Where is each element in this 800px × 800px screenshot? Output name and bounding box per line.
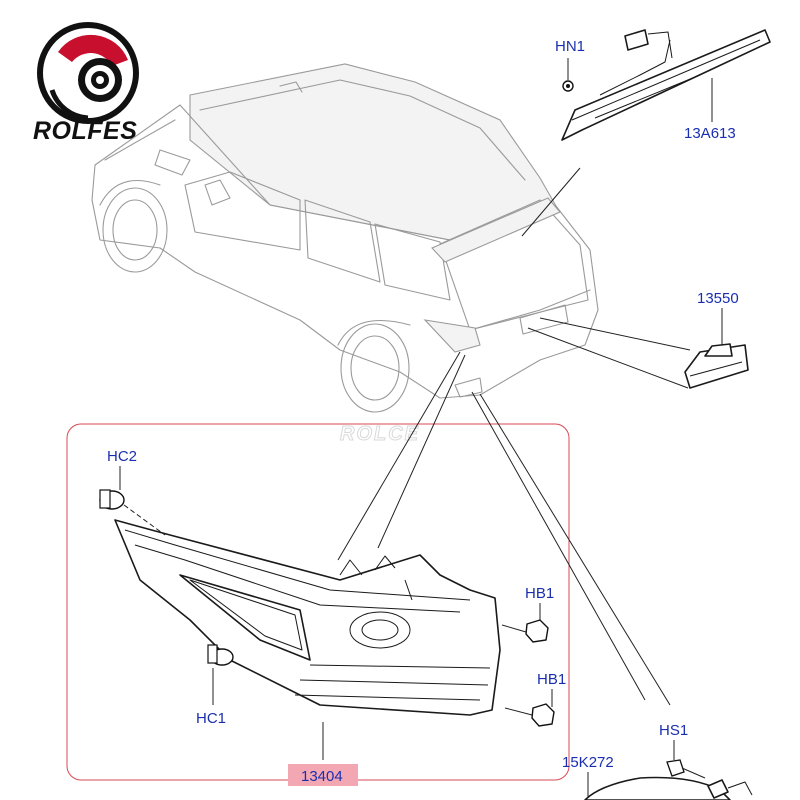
watermark-text: ROLCE [340,423,420,445]
part-13a613-high-mount-lamp [561,29,771,141]
leader-13a613-to-car [521,167,581,237]
leader-hs1-a [471,391,646,701]
leader-lamp-b [377,354,466,549]
part-13550-licence-lamp [684,343,749,389]
callout-13550: 13550 [697,290,739,307]
callout-hb1-bottom: HB1 [537,671,566,688]
part-15k272-harness [584,776,753,800]
callout-hb1-top: HB1 [525,585,554,602]
part-hs1-screw [666,759,706,779]
callout-13a613: 13A613 [684,125,736,142]
callout-hc1: HC1 [196,710,226,727]
vehicle-illustration [91,63,599,413]
callout-13404: 13404 [301,768,343,785]
rolfes-logo [37,22,139,124]
leader-13550-b [527,327,689,389]
part-hb1-bolt-bottom [504,703,555,727]
callout-15k272: 15K272 [562,754,614,771]
callout-hn1: HN1 [555,38,585,55]
part-hn1-nut [562,58,574,92]
part-hc2-clip [99,489,166,536]
part-hc1-clip [207,644,234,666]
brand-name: ROLFES [33,117,137,145]
part-hb1-bolt-top [501,619,549,643]
callout-13404-highlight [288,764,358,786]
leader-lamp-a [337,351,461,561]
callout-hs1: HS1 [659,722,688,739]
callout-hc2: HC2 [107,448,137,465]
part-13404-tail-lamp [114,519,501,716]
leader-13550-a [539,317,691,351]
leader-hs1-b [479,393,671,706]
